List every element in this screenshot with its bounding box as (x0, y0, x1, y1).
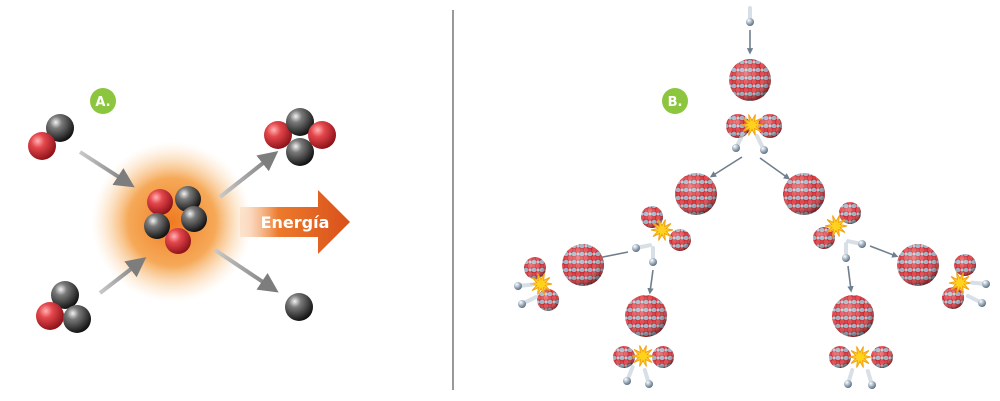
fusion-badge: A. (90, 88, 116, 114)
deuterium-nucleus (28, 114, 74, 160)
fragment-shading (641, 206, 663, 228)
tritium-nucleus (36, 281, 91, 333)
released-neutron (868, 381, 876, 389)
neutron-particle (286, 138, 314, 166)
fusing-cluster (144, 186, 207, 254)
released-neutron (645, 380, 653, 388)
released-neutron (760, 146, 768, 154)
incoming-arrow-bottom (98, 257, 147, 295)
fission-flash (631, 345, 655, 367)
outgoing-arrow-helium (218, 151, 279, 199)
nucleus-shading (783, 173, 825, 215)
neutron-path-arrow (595, 251, 629, 261)
neutron-path-arrow (759, 157, 791, 180)
reaction-glow (92, 142, 252, 302)
fusion-badge-label: A. (95, 95, 110, 110)
nucleus-shading (832, 295, 874, 337)
released-neutron (978, 299, 986, 307)
proton-particle (36, 302, 64, 330)
neutron-path-arrow (709, 156, 743, 178)
fragment-shading (942, 287, 964, 309)
fragment-shading (758, 114, 782, 138)
incoming-arrow-top (78, 150, 135, 188)
energy-arrow: Energía (240, 190, 350, 254)
proton-particle (147, 189, 173, 215)
nucleus-shading (625, 295, 667, 337)
helium-nucleus (264, 108, 336, 166)
neutron-particle (144, 213, 170, 239)
fission-flash (824, 215, 848, 237)
released-neutron (858, 240, 866, 248)
proton-particle (308, 121, 336, 149)
fragment-shading (839, 202, 861, 224)
released-neutron (842, 254, 850, 262)
neutron-particle (51, 281, 79, 309)
neutron-particle (286, 108, 314, 136)
neutron-particle (63, 305, 91, 333)
fission-flash (948, 272, 972, 294)
released-neutron (649, 258, 657, 266)
fission-badge-label: B. (668, 95, 683, 110)
fission-flash (740, 114, 764, 136)
released-neutron (732, 144, 740, 152)
incoming-neutron (746, 18, 754, 26)
released-neutron (623, 377, 631, 385)
fragment-shading (537, 289, 559, 311)
neutron-path-arrow (647, 269, 654, 295)
nucleus-shading (897, 244, 939, 286)
released-neutron (844, 380, 852, 388)
fragment-shading (813, 227, 835, 249)
proton-particle (28, 132, 56, 160)
fragment-shading (652, 346, 674, 368)
fission-badge: B. (662, 88, 688, 114)
fusion-panel: A. Energía (28, 88, 350, 333)
released-neutron (518, 300, 526, 308)
neutron-path-arrow (869, 245, 899, 258)
released-neutron (514, 282, 522, 290)
fragment-shading (871, 346, 893, 368)
neutron-particle (46, 114, 74, 142)
fission-flash (650, 219, 674, 241)
nucleus-shading (675, 173, 717, 215)
nucleus-shading (729, 59, 771, 101)
fragment-shading (954, 254, 976, 276)
fragment-shading (613, 346, 635, 368)
neutron-path-arrow (847, 265, 854, 293)
energy-label: Energía (261, 213, 330, 232)
released-neutron (982, 280, 990, 288)
fragment-shading (669, 229, 691, 251)
fission-panel: B. (514, 6, 990, 389)
nucleus-shading (562, 244, 604, 286)
proton-particle (165, 228, 191, 254)
free-neutron (285, 293, 313, 321)
fragment-shading (524, 257, 546, 279)
neutron-particle (175, 186, 201, 212)
outgoing-arrow-neutron (213, 248, 279, 293)
released-neutron (632, 244, 640, 252)
fragment-shading (829, 346, 851, 368)
fission-flash (848, 346, 872, 368)
proton-particle (264, 121, 292, 149)
neutron-particle (181, 206, 207, 232)
